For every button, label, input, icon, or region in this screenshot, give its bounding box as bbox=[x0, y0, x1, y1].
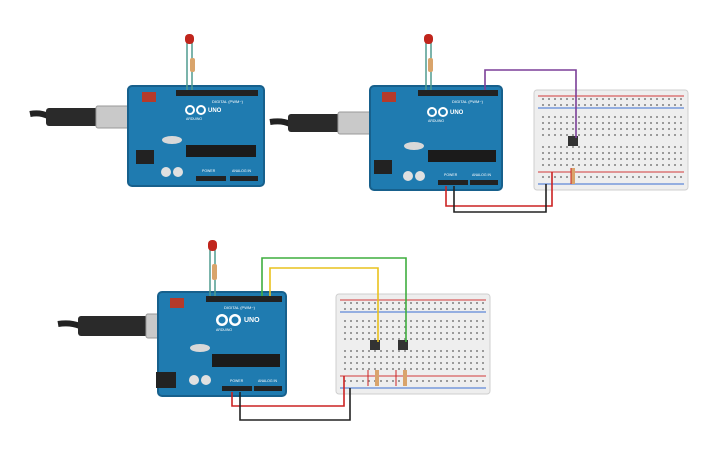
wire-red[interactable] bbox=[231, 376, 345, 407]
board-model-label: UNO bbox=[244, 317, 260, 324]
digital-header bbox=[176, 90, 258, 96]
power-header-label: POWER bbox=[230, 379, 244, 383]
power-header-label: POWER bbox=[444, 173, 458, 177]
resistor-icon[interactable] bbox=[428, 58, 433, 72]
arduino-uno-board[interactable]: DIGITAL (PWM~) UNO ARDUINO POWER ANALOG … bbox=[127, 85, 265, 187]
digital-header-label: DIGITAL (PWM~) bbox=[452, 99, 484, 104]
wire-purple[interactable] bbox=[484, 69, 577, 138]
analog-header-label: ANALOG IN bbox=[232, 169, 252, 173]
circuit-3[interactable]: DIGITAL (PWM~) UNO ARDUINO POWER ANALOG … bbox=[57, 240, 491, 421]
board-brand-label: ARDUINO bbox=[216, 328, 232, 332]
reset-button-icon bbox=[142, 92, 156, 102]
breadboard[interactable] bbox=[335, 293, 491, 395]
usb-cable-icon bbox=[269, 111, 373, 135]
board-model-label: UNO bbox=[450, 110, 464, 116]
board-model-label: UNO bbox=[208, 108, 222, 114]
wire-black[interactable] bbox=[453, 184, 547, 213]
board-brand-label: ARDUINO bbox=[186, 117, 202, 121]
wire-green[interactable] bbox=[261, 257, 407, 342]
power-jack-icon bbox=[136, 150, 154, 164]
resistor-icon[interactable] bbox=[190, 58, 195, 72]
reset-button-icon bbox=[382, 92, 396, 102]
wire-red[interactable] bbox=[445, 172, 553, 207]
circuit-1[interactable]: DIGITAL (PWM~) UNO ARDUINO POWER ANALOG … bbox=[29, 34, 265, 187]
analog-header-label: ANALOG IN bbox=[472, 173, 492, 177]
resistor-icon[interactable] bbox=[571, 168, 575, 184]
pushbutton-1-icon[interactable] bbox=[370, 340, 380, 350]
atmega-chip bbox=[186, 145, 256, 157]
usb-cable-icon bbox=[29, 105, 131, 129]
wire-yellow[interactable] bbox=[269, 267, 379, 342]
reset-button-icon bbox=[170, 298, 184, 308]
power-header-label: POWER bbox=[202, 169, 216, 173]
breadboard[interactable] bbox=[533, 89, 689, 191]
resistor-1-icon[interactable] bbox=[375, 370, 379, 386]
resistor-icon[interactable] bbox=[212, 264, 217, 280]
pushbutton-icon[interactable] bbox=[568, 136, 578, 146]
wire-black[interactable] bbox=[239, 388, 351, 421]
pushbutton-2-icon[interactable] bbox=[398, 340, 408, 350]
arduino-uno-board[interactable]: DIGITAL (PWM~) UNO ARDUINO POWER ANALOG … bbox=[156, 291, 287, 397]
board-brand-label: ARDUINO bbox=[428, 119, 444, 123]
digital-header-label: DIGITAL (PWM~) bbox=[212, 99, 244, 104]
arduino-uno-board[interactable]: DIGITAL (PWM~) UNO ARDUINO POWER ANALOG … bbox=[369, 85, 503, 191]
circuit-2[interactable]: DIGITAL (PWM~) UNO ARDUINO POWER ANALOG … bbox=[269, 34, 689, 213]
resistor-2-icon[interactable] bbox=[403, 370, 407, 386]
analog-header-label: ANALOG IN bbox=[258, 379, 278, 383]
digital-header-label: DIGITAL (PWM~) bbox=[224, 305, 256, 310]
